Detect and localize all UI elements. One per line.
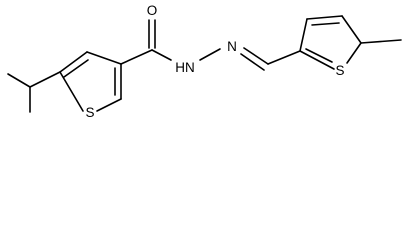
bond-nh-n bbox=[199, 48, 221, 61]
bond-ring2-c3-c4 bbox=[306, 15, 343, 20]
bond-ring-carbonyl bbox=[120, 49, 153, 65]
bond-ring1-s-c2 bbox=[59, 71, 84, 112]
atom-label-o: O bbox=[147, 3, 158, 18]
bond-ipr-methyl-1 bbox=[7, 73, 31, 88]
bond-ring1-c2-c3 bbox=[59, 51, 88, 73]
bond-ipr-ring bbox=[29, 71, 61, 88]
bond-ring1-c3-c4 bbox=[86, 51, 122, 65]
chemical-structure: S O HN N S bbox=[7, 3, 402, 120]
bond-ring2-methyl bbox=[360, 39, 402, 44]
atom-label-nh: HN bbox=[175, 60, 195, 75]
bond-ring2-c5-s bbox=[346, 42, 362, 64]
atom-label-n: N bbox=[227, 39, 237, 54]
bond-n-ch bbox=[243, 47, 269, 65]
bond-n-ch-double bbox=[240, 53, 265, 71]
atom-label-s-right: S bbox=[335, 63, 344, 78]
bond-carbonyl-nh bbox=[151, 49, 172, 61]
bond-ring2-s-c2 bbox=[299, 50, 335, 70]
atom-label-s-left: S bbox=[85, 105, 94, 120]
bond-ring2-c2-c3 bbox=[299, 18, 308, 52]
bond-ring2-c4-c5 bbox=[341, 15, 362, 44]
bond-ring1-c5-s bbox=[96, 98, 122, 112]
bond-ring2-s-c2-double bbox=[305, 48, 333, 63]
bond-ring2-c3-c4-double bbox=[311, 22, 340, 26]
bond-ch-ring bbox=[267, 50, 301, 65]
bond-ring1-c2-c3-double bbox=[63, 59, 89, 78]
